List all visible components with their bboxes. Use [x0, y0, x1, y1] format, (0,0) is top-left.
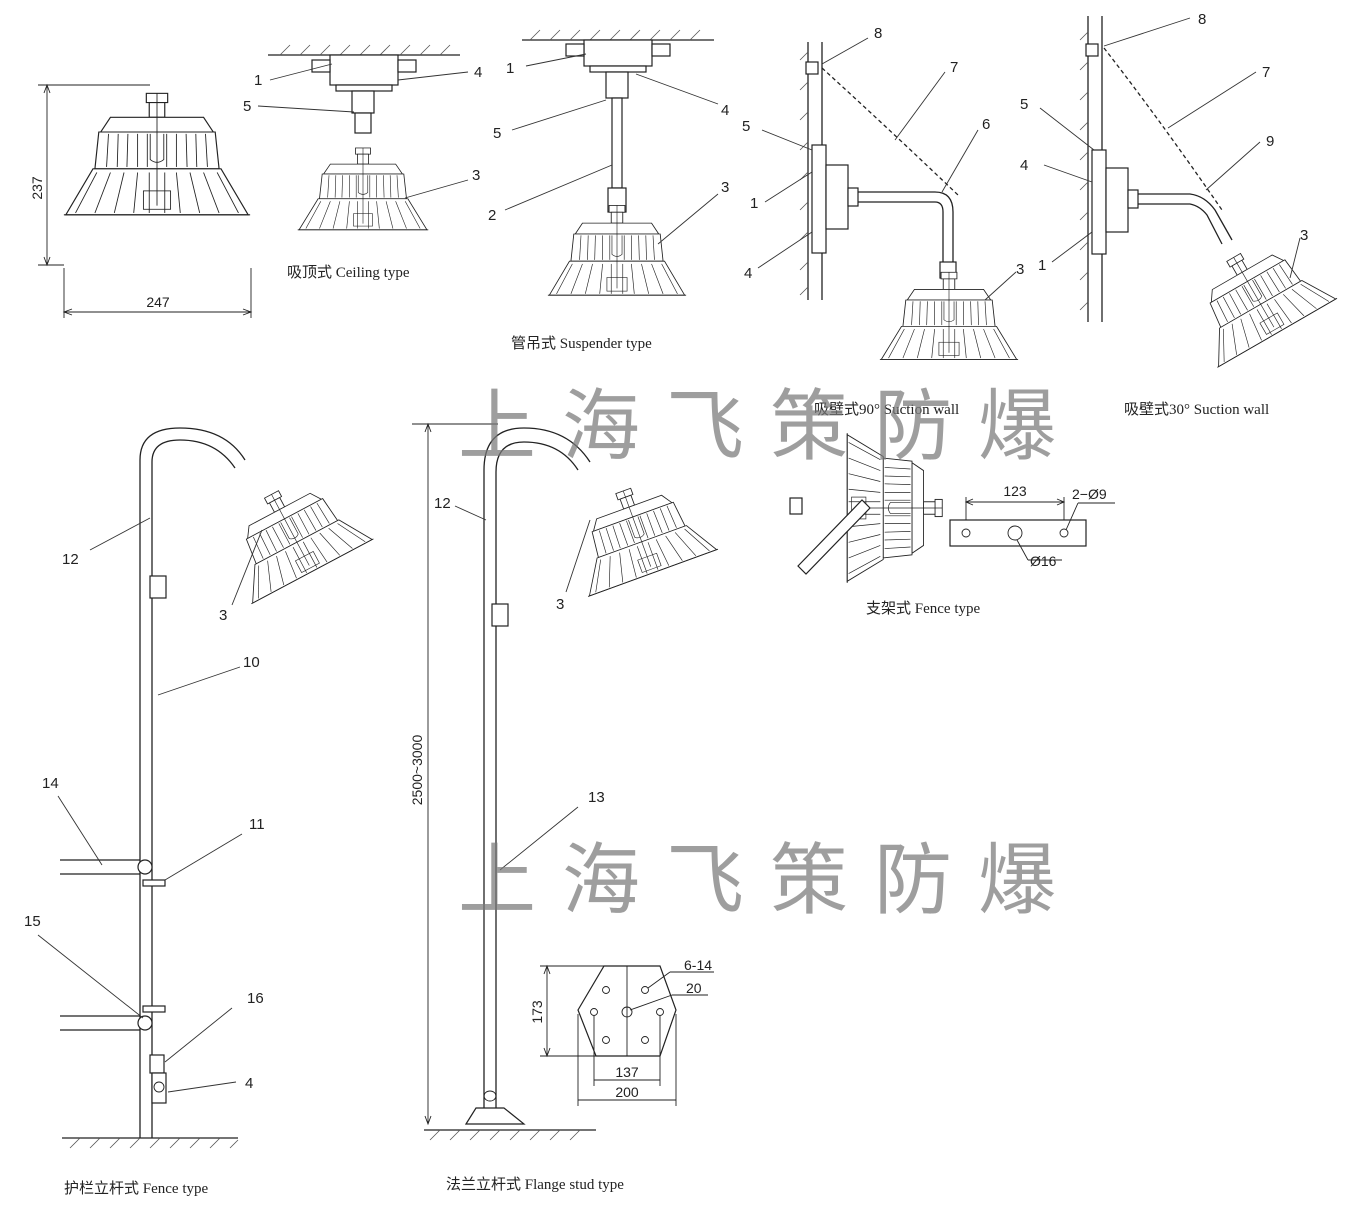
callout-wall30-7: 7 — [1262, 64, 1270, 81]
watermark-bottom: 上海飞策防爆 — [458, 836, 1083, 926]
callout-wall30-5: 5 — [1020, 96, 1028, 113]
dim-bracket-center-hole: Ø16 — [1030, 553, 1057, 569]
callout-suspender-1: 1 — [506, 60, 514, 77]
dim-flange-width: 200 — [615, 1084, 639, 1100]
dim-flange-holes: 6-14 — [684, 957, 712, 973]
bracket-type-drawing — [789, 432, 1115, 584]
callout-wall90-5: 5 — [742, 118, 750, 135]
callout-wall90-3: 3 — [1016, 261, 1024, 278]
callout-fence-16: 16 — [247, 990, 264, 1007]
ceiling-type-drawing — [257, 44, 469, 231]
callout-ceiling-4: 4 — [474, 64, 482, 81]
wall-30-drawing — [1039, 16, 1338, 368]
callout-fence-14: 14 — [42, 775, 59, 792]
dim-flange-inner: 137 — [615, 1064, 639, 1080]
caption-flange: 法兰立杆式 Flange stud type — [446, 1176, 624, 1193]
dim-flange-center: 20 — [686, 980, 702, 996]
callout-fence-11: 11 — [249, 816, 265, 833]
caption-fence-pole: 护栏立杆式 Fence type — [64, 1180, 208, 1197]
callout-wall30-1: 1 — [1038, 257, 1046, 274]
callout-ceiling-5: 5 — [243, 98, 251, 115]
lamp-dimension-view — [38, 83, 253, 318]
watermark-top: 上海飞策防爆 — [458, 382, 1083, 472]
callout-wall90-7: 7 — [950, 59, 958, 76]
callout-suspender-2: 2 — [488, 207, 496, 224]
caption-fence-bracket: 支架式 Fence type — [866, 600, 980, 617]
callout-flange-13: 13 — [588, 789, 605, 806]
callout-wall30-3: 3 — [1300, 227, 1308, 244]
callout-suspender-3: 3 — [721, 179, 729, 196]
caption-wall90: 吸壁式90° Suction wall — [814, 401, 959, 418]
callout-wall30-8: 8 — [1198, 11, 1206, 28]
dim-lamp-height: 237 — [29, 176, 45, 200]
callout-wall90-4: 4 — [744, 265, 752, 282]
dim-bracket-holes: 2−Ø9 — [1072, 486, 1107, 502]
caption-ceiling: 吸顶式 Ceiling type — [287, 264, 410, 281]
callout-flange-3: 3 — [556, 596, 564, 613]
callout-wall90-6: 6 — [982, 116, 990, 133]
callout-wall30-4: 4 — [1020, 157, 1028, 174]
dim-flange-height: 173 — [529, 1000, 545, 1024]
callout-suspender-4: 4 — [721, 102, 729, 119]
callout-wall30-9: 9 — [1266, 133, 1274, 150]
dim-bracket-spacing: 123 — [1003, 483, 1027, 499]
caption-suspender: 管吊式 Suspender type — [511, 335, 652, 352]
suspender-type-drawing — [504, 29, 719, 296]
dim-pole-height: 2500~3000 — [409, 735, 425, 806]
callout-flange-12: 12 — [434, 495, 451, 512]
callout-fence-4: 4 — [245, 1075, 253, 1092]
callout-ceiling-3: 3 — [472, 167, 480, 184]
callout-wall90-8: 8 — [874, 25, 882, 42]
callout-ceiling-1: 1 — [254, 72, 262, 89]
callout-fence-3: 3 — [219, 607, 227, 624]
callout-fence-12: 12 — [62, 551, 79, 568]
dim-lamp-width: 247 — [146, 294, 170, 310]
callout-suspender-5: 5 — [493, 125, 501, 142]
fence-pole-drawing — [37, 427, 374, 1149]
callout-fence-15: 15 — [24, 913, 41, 930]
callout-wall90-1: 1 — [750, 195, 758, 212]
wall-90-drawing — [757, 37, 1019, 360]
callout-fence-10: 10 — [243, 654, 260, 671]
flange-stud-drawing — [412, 422, 719, 1141]
caption-wall30: 吸壁式30° Suction wall — [1124, 401, 1269, 418]
